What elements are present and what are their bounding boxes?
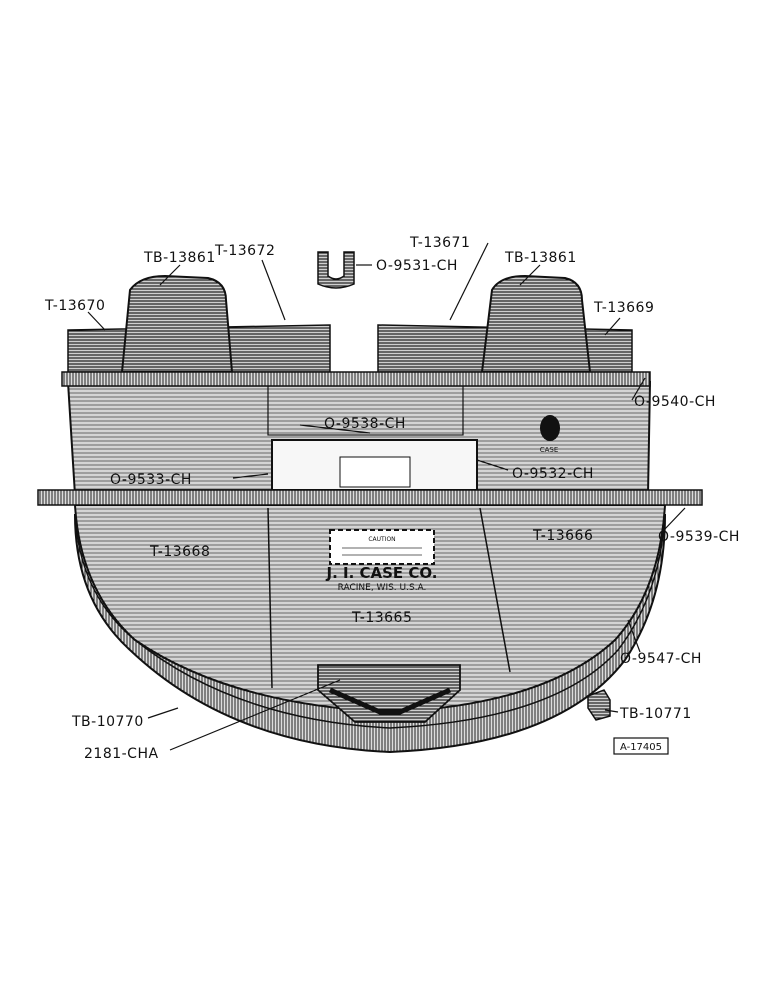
label-tb13861-right: TB-13861 [504,250,577,266]
rear-deck [66,381,652,496]
nameplate: CAUTION J. I. CASE CO. RACINE, WIS. U.S.… [325,529,438,593]
case-emblem: CASE [540,415,560,454]
seat-left [120,274,234,373]
label-t13672: T-13672 [214,243,275,259]
u-bracket-part [317,251,355,289]
label-t13669: T-13669 [593,300,654,316]
label-o9533: O-9533-CH [110,472,192,488]
drawing-number-box: A-17405 [613,737,669,755]
step-plate [317,664,461,723]
label-t13665: T-13665 [351,610,412,626]
leader-lines [87,242,686,751]
label-2181cha: 2181-CHA [84,746,159,762]
label-t13671: T-13671 [409,235,470,251]
nameplate-city: RACINE, WIS. U.S.A. [338,583,427,593]
label-o9539: O-9539-CH [658,529,740,545]
corner-clip-part [587,689,611,721]
label-t13666: T-13666 [532,528,593,544]
label-o9532: O-9532-CH [512,466,594,482]
nameplate-caution: CAUTION [368,536,395,543]
rail-rear [61,371,651,387]
label-o9538: O-9538-CH [324,416,406,432]
emblem-text: CASE [540,446,559,454]
label-tb10770: TB-10770 [71,714,144,730]
label-o9540: O-9540-CH [634,394,716,410]
label-tb10771: TB-10771 [619,706,692,722]
label-o9547: O-9547-CH [620,651,702,667]
drawing-number: A-17405 [620,742,662,753]
label-o9531: O-9531-CH [376,258,458,274]
label-t13670: T-13670 [44,298,105,314]
label-t13668: T-13668 [149,544,210,560]
label-tb13861-left: TB-13861 [143,250,216,266]
rail-front [37,489,703,506]
nameplate-company: J. I. CASE CO. [325,564,437,582]
seat-right [480,274,592,373]
